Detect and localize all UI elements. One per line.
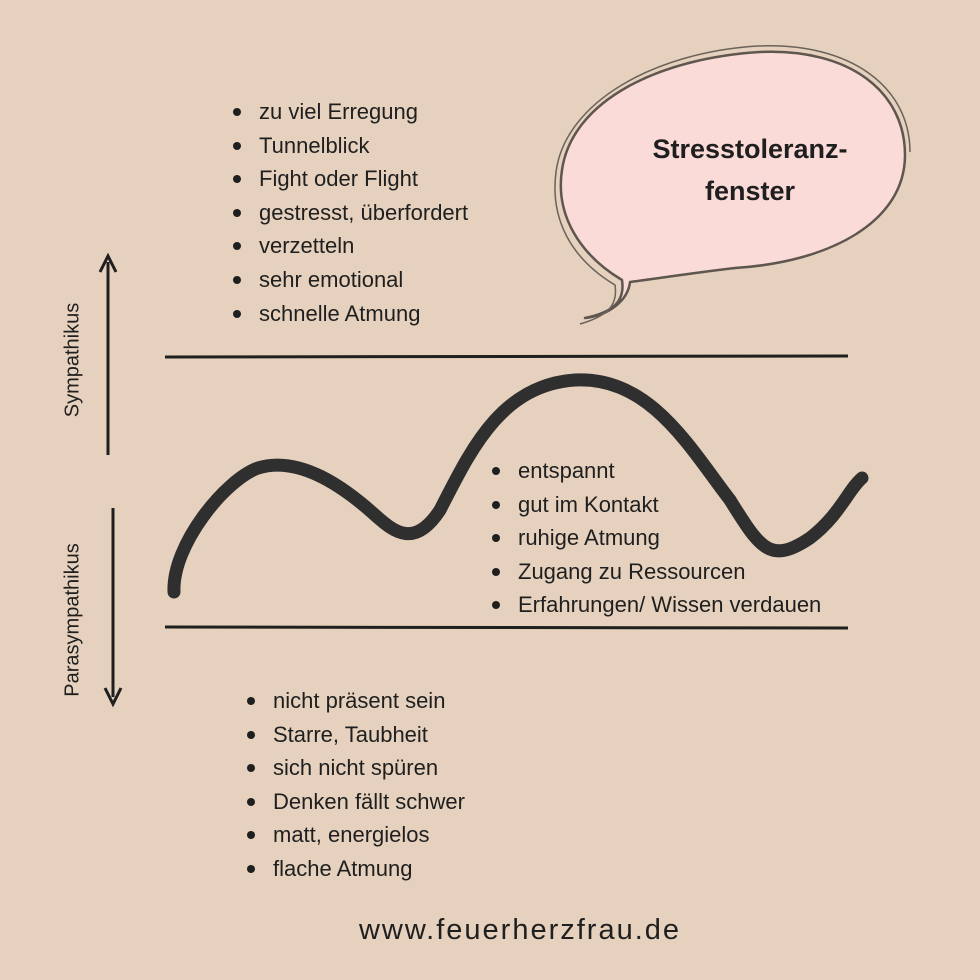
list-item: ruhige Atmung <box>492 521 821 555</box>
list-item: zu viel Erregung <box>233 95 468 129</box>
hypoarousal-list: nicht präsent sein Starre, Taubheit sich… <box>247 684 465 886</box>
speech-bubble-outline-2 <box>554 45 911 325</box>
list-item: Starre, Taubheit <box>247 718 465 752</box>
parasympathikus-label: Parasympathikus <box>61 543 84 697</box>
speech-bubble <box>559 50 907 320</box>
list-item: nicht präsent sein <box>247 684 465 718</box>
list-item: Tunnelblick <box>233 129 468 163</box>
window-of-tolerance-list: entspannt gut im Kontakt ruhige Atmung Z… <box>492 454 821 622</box>
lower-threshold-line <box>164 625 849 630</box>
list-item: Fight oder Flight <box>233 162 468 196</box>
list-item: gut im Kontakt <box>492 488 821 522</box>
parasympathikus-arrow <box>103 508 123 708</box>
list-item: matt, energielos <box>247 818 465 852</box>
list-item: Denken fällt schwer <box>247 785 465 819</box>
title-line-2: fenster <box>704 176 796 206</box>
sympathikus-arrow <box>98 252 118 455</box>
website-url: www.feuerherzfrau.de <box>358 914 682 946</box>
bubble-title: Stresstoleranz- fenster <box>630 128 870 212</box>
list-item: schnelle Atmung <box>233 297 468 331</box>
list-item: Erfahrungen/ Wissen verdauen <box>492 588 821 622</box>
upper-threshold-line <box>164 354 849 359</box>
list-item: sehr emotional <box>233 263 468 297</box>
hyperarousal-list: zu viel Erregung Tunnelblick Fight oder … <box>233 95 468 330</box>
list-item: entspannt <box>492 454 821 488</box>
arousal-wave <box>167 373 869 599</box>
list-item: gestresst, überfordert <box>233 196 468 230</box>
list-item: Zugang zu Ressourcen <box>492 555 821 589</box>
list-item: sich nicht spüren <box>247 751 465 785</box>
sympathikus-label: Sympathikus <box>61 302 84 418</box>
title-line-1: Stresstoleranz- <box>652 134 848 164</box>
list-item: verzetteln <box>233 229 468 263</box>
list-item: flache Atmung <box>247 852 465 886</box>
